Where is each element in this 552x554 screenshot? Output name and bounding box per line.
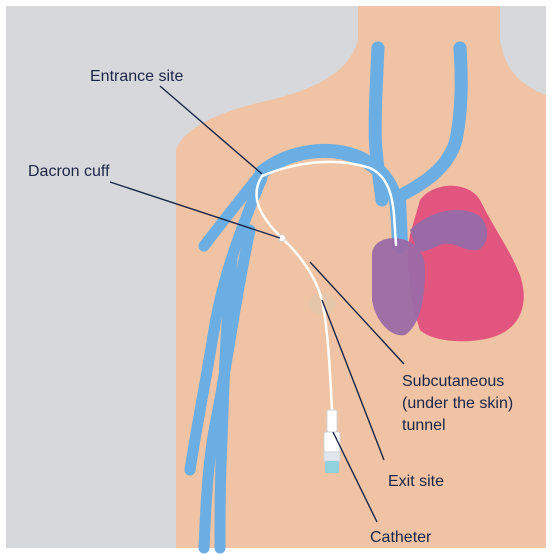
- label-exit-site: Exit site: [388, 473, 444, 490]
- label-entrance-site: Entrance site: [90, 68, 183, 85]
- superior-vena-cava: [398, 198, 400, 245]
- label-catheter: Catheter: [370, 529, 432, 546]
- label-subcutaneous: Subcutaneous: [402, 373, 504, 390]
- label-dacron-cuff: Dacron cuff: [28, 163, 110, 180]
- label-tunnel: tunnel: [402, 417, 446, 434]
- label-under-the-skin: (under the skin): [402, 395, 513, 412]
